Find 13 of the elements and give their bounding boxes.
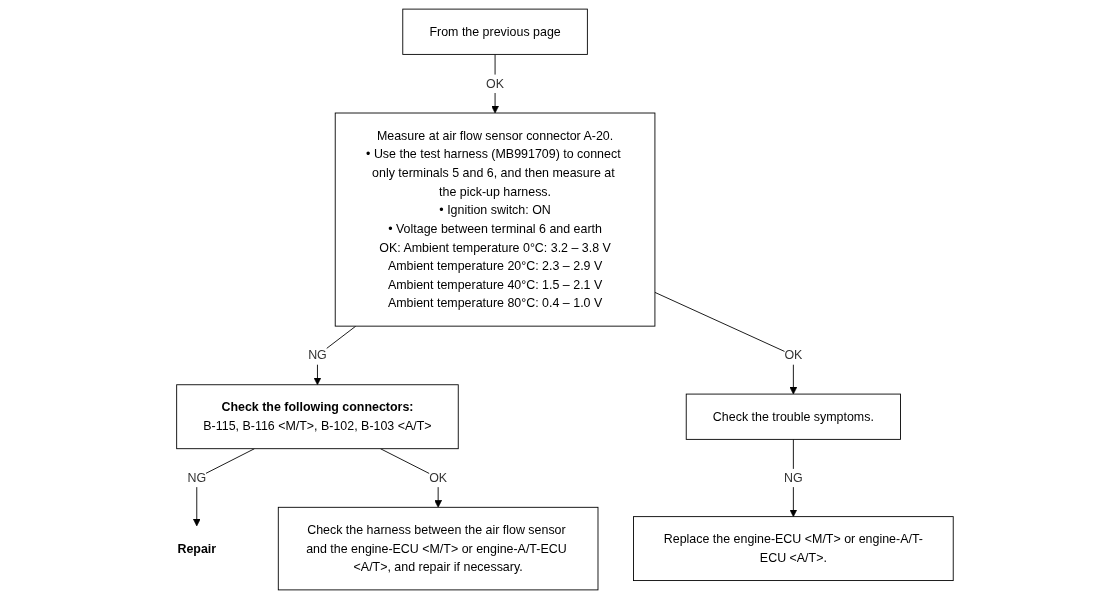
edge-label: OK [429,470,448,485]
node-box: Check the following connectors: B-115, B-116 <M/T>, B-102, B-103 <A/T> [176,384,459,450]
edge-label: OK [486,76,505,91]
edge-label: NG [187,470,207,485]
edge-label: NG [784,470,803,485]
node-text: Repair [177,541,217,556]
node-box: From the previous page [402,8,588,55]
node-box: Check the harness between the air flow sensor and the engine-ECU <M/T> or engine-A/T-ECU <A/T>, and repair if necessary. [277,506,599,591]
node-box: Measure at air flow sensor connector A-20. • Use the test harness (MB991709) to connect only terminals 5 and 6, and then measure at the pick-up harness. • Ignition switch: ON • Voltage between terminal 6 and earth OK: Ambient temperature 0°C: 3.2 – 3.8 V Ambient temperature 20°C: 2.3 – 2.9 V Ambient temperature 40°C: 1.5 – 2.1 V Ambient temperature 80°C: 0.4 – 1.0 V [334,112,656,327]
node-box: Replace the engine-ECU <M/T> or engine-A/T-ECU <A/T>. [633,516,954,581]
node-box: Check the trouble symptoms. [685,393,901,440]
edge-label: NG [308,347,327,363]
edge-label: OK [784,347,803,363]
